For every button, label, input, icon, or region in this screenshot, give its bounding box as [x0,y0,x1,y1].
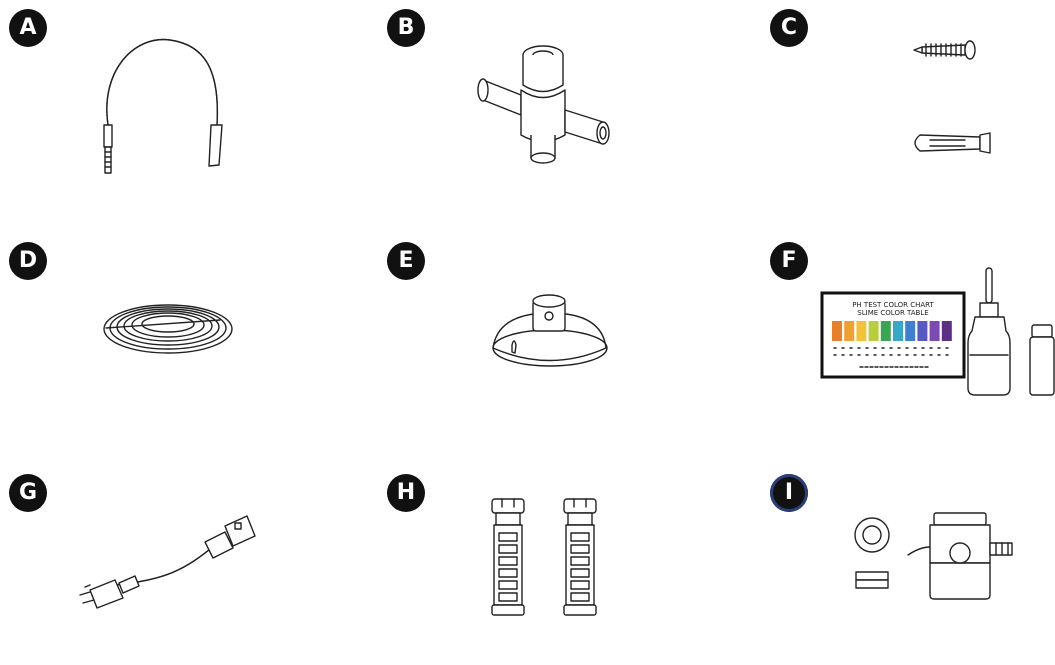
coiled-tube-icon [100,293,240,363]
ph-swatch [893,321,903,341]
ph-swatch [917,321,927,341]
label-badge-e: E [387,242,425,280]
part-i: I [760,465,1055,665]
label-badge-h: H [387,474,425,512]
label-badge-a: A [9,9,47,47]
label-badge-f: F [770,242,808,280]
part-b: B [378,0,708,200]
label-badge-g: G [9,474,47,512]
part-c: C [760,0,1055,200]
power-cord-icon [75,490,265,620]
hose-icon [95,30,235,180]
ph-swatch [869,321,879,341]
part-e: E [378,233,708,433]
part-h: H [378,465,708,665]
ph-swatch [844,321,854,341]
ph-swatch [930,321,940,341]
suction-cup-icon [488,293,618,383]
part-d: D [0,233,330,433]
tee-valve-icon [473,40,623,170]
label-badge-b: B [387,9,425,47]
ph-card-title: PH TEST COLOR CHART [852,301,934,309]
part-g: G [0,465,330,665]
ph-swatch [942,321,952,341]
part-a: A [0,0,330,200]
ph-swatch [881,321,891,341]
faucet-adapter-icon [850,505,1020,615]
part-f: F PH TEST COLOR CHART SLIME COLOR TABLE [760,233,1055,433]
filter-cartridge-icon [488,495,628,620]
label-badge-d: D [9,242,47,280]
label-badge-i: I [770,474,808,512]
label-badge-c: C [770,9,808,47]
ph-swatch [832,321,842,341]
ph-test-kit-icon: PH TEST COLOR CHART SLIME COLOR TABLE [820,263,1055,403]
ph-swatch [856,321,866,341]
screw-and-anchor-icon [910,35,1000,165]
ph-card-subtitle: SLIME COLOR TABLE [857,309,928,317]
ph-swatch [905,321,915,341]
